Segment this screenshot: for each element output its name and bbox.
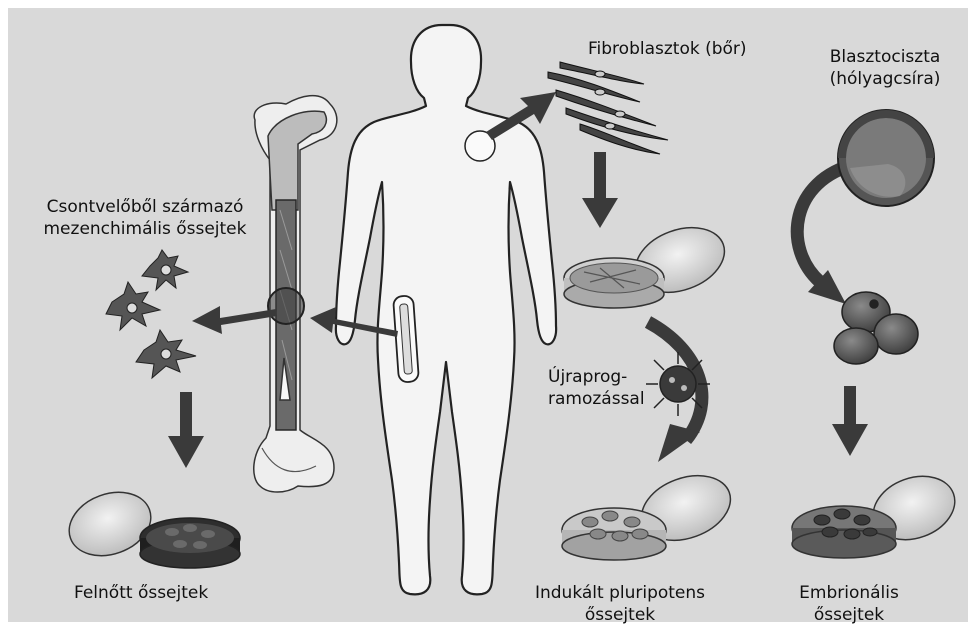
marrow-msc-label-line1: Csontvelőből származó [30,196,260,218]
embryonic-cells-label-line2: őssejtek [794,604,904,626]
ips-cells-label: Indukált pluripotens őssejtek [532,582,708,626]
blastocyst-label: Blasztociszta (hólyagcsíra) [810,46,960,90]
reprogramming-label-line2: ramozással [548,388,645,410]
marrow-msc-label-line2: mezenchimális őssejtek [30,218,260,240]
ips-cells-label-line1: Indukált pluripotens [532,582,708,604]
embryonic-cells-label-line1: Embrionális [794,582,904,604]
reprogramming-label: Újraprog- ramozással [548,366,645,410]
fibroblasts-label: Fibroblasztok (bőr) [588,38,747,60]
blastocyst-label-line1: Blasztociszta [810,46,960,68]
blastocyst-label-line2: (hólyagcsíra) [810,68,960,90]
ips-cells-label-line2: őssejtek [532,604,708,626]
virus-icon [646,352,710,416]
reprogramming-label-line1: Újraprog- [548,366,645,388]
blastocyst-illustration [838,110,934,206]
marrow-sample-circle [268,288,304,324]
embryonic-cells-label: Embrionális őssejtek [794,582,904,626]
adult-stem-cells-label: Felnőtt őssejtek [74,582,208,604]
marrow-msc-label: Csontvelőből származó mezenchimális ősse… [30,196,260,240]
